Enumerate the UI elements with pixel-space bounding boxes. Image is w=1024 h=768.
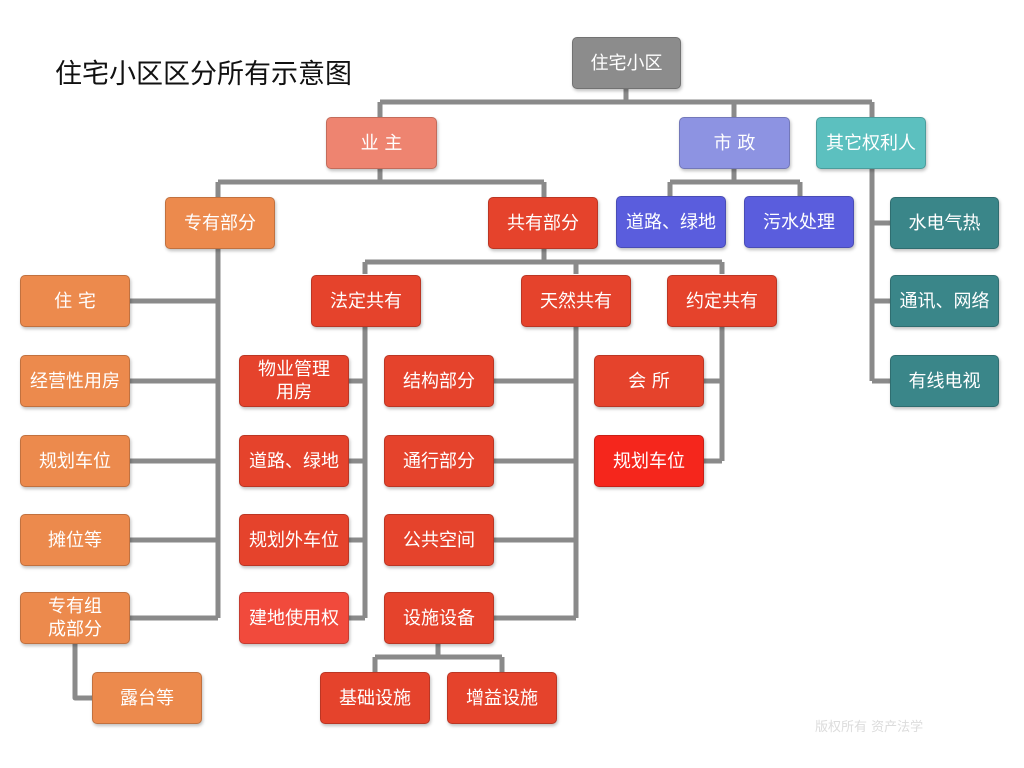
- node-planned-parking: 规划车位: [20, 435, 130, 487]
- node-utilities: 水电气热: [890, 197, 999, 249]
- node-legal-common: 法定共有: [311, 275, 421, 327]
- node-common-part: 共有部分: [488, 197, 598, 249]
- node-road-green-municipal: 道路、绿地: [616, 196, 726, 248]
- node-land-use-right: 建地使用权: [239, 592, 349, 644]
- node-stalls: 摊位等: [20, 514, 130, 566]
- node-property-management-room: 物业管理用房: [239, 355, 349, 407]
- node-extra-parking: 规划外车位: [239, 514, 349, 566]
- node-natural-common: 天然共有: [521, 275, 631, 327]
- node-cable-tv: 有线电视: [890, 355, 999, 407]
- node-road-green-legal: 道路、绿地: [239, 435, 349, 487]
- node-passage-part: 通行部分: [384, 435, 494, 487]
- node-basic-facilities: 基础设施: [320, 672, 430, 724]
- node-structure-part: 结构部分: [384, 355, 494, 407]
- node-facilities-equipment: 设施设备: [384, 592, 494, 644]
- watermark-text: 版权所有 资产法学: [815, 720, 924, 735]
- node-sewage-treatment: 污水处理: [744, 196, 854, 248]
- node-planned-parking-agreed: 规划车位: [594, 435, 704, 487]
- node-residential-community: 住宅小区: [572, 37, 681, 89]
- node-clubhouse: 会 所: [594, 355, 704, 407]
- node-exclusive-component: 专有组成部分: [20, 592, 130, 644]
- diagram-title: 住宅小区区分所有示意图: [55, 59, 352, 90]
- node-commercial-housing: 经营性用房: [20, 355, 130, 407]
- node-owner: 业 主: [326, 117, 437, 169]
- node-public-space: 公共空间: [384, 514, 494, 566]
- node-balcony: 露台等: [92, 672, 202, 724]
- node-municipal: 市 政: [679, 117, 790, 169]
- node-exclusive-part: 专有部分: [165, 197, 275, 249]
- node-value-added-facilities: 增益设施: [447, 672, 557, 724]
- node-agreed-common: 约定共有: [667, 275, 777, 327]
- node-residence: 住 宅: [20, 275, 130, 327]
- node-telecom-network: 通讯、网络: [890, 275, 999, 327]
- node-other-rights-holders: 其它权利人: [816, 117, 926, 169]
